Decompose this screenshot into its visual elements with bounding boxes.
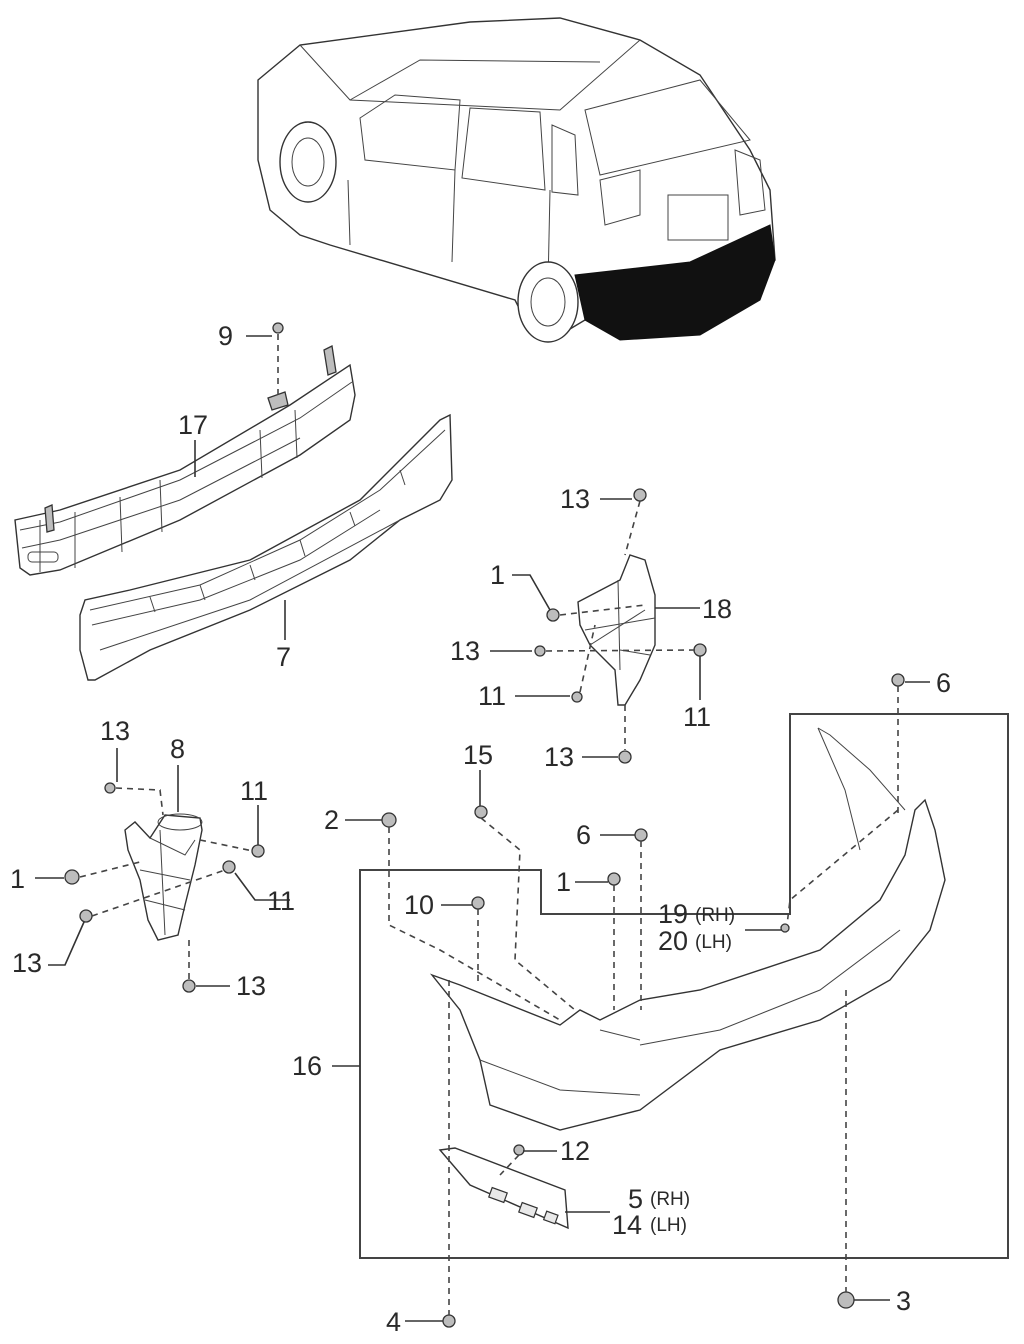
clip-11-rh-left bbox=[571, 691, 583, 703]
callout-7: 7 bbox=[276, 642, 291, 672]
nut-1-mid bbox=[607, 872, 621, 886]
callout-9: 9 bbox=[218, 321, 233, 351]
callout-13-lh-top: 13 bbox=[100, 716, 130, 746]
callout-11-rh-left: 11 bbox=[478, 681, 506, 711]
reinforcement-beam-part bbox=[14, 345, 356, 576]
bracket-rh-part bbox=[577, 554, 656, 706]
energy-absorber-part bbox=[79, 413, 453, 681]
clip-2 bbox=[381, 812, 397, 828]
callout-13-top-rh: 13 bbox=[560, 484, 590, 514]
nut-1-rh bbox=[546, 608, 560, 622]
callout-19-side: (RH) bbox=[695, 905, 735, 926]
callout-11-lh-mid: 11 bbox=[267, 886, 295, 916]
screw-13-mid bbox=[534, 645, 546, 657]
callout-18: 18 bbox=[702, 594, 732, 624]
callout-13-mid-rh: 13 bbox=[450, 636, 480, 666]
callout-16: 16 bbox=[292, 1051, 322, 1081]
clip-11-lh-top bbox=[251, 844, 265, 858]
callout-20-side: (LH) bbox=[695, 932, 732, 953]
callout-13-lh-left: 13 bbox=[12, 948, 42, 978]
callout-14-side: (LH) bbox=[650, 1215, 687, 1236]
callout-1-rh: 1 bbox=[490, 560, 505, 590]
screw-13-bottom-rh bbox=[618, 750, 632, 764]
bolt-9 bbox=[272, 322, 284, 334]
callout-15: 15 bbox=[463, 740, 493, 770]
fasteners bbox=[64, 322, 905, 1328]
assembly-lines bbox=[79, 334, 899, 1315]
callout-10: 10 bbox=[404, 890, 434, 920]
callout-11-lh-top: 11 bbox=[240, 776, 268, 806]
clip-11-rh-right bbox=[693, 643, 707, 657]
callout-20: 20 bbox=[658, 926, 688, 956]
callout-1-mid: 1 bbox=[556, 867, 571, 897]
clip-15 bbox=[474, 805, 488, 819]
callout-3: 3 bbox=[896, 1286, 911, 1316]
callout-11-rh-right: 11 bbox=[683, 702, 711, 732]
reflector-part bbox=[438, 1147, 569, 1230]
callout-5-side: (RH) bbox=[650, 1189, 690, 1210]
screw-13-lh-left bbox=[79, 909, 93, 923]
nut-3 bbox=[837, 1291, 855, 1309]
callout-19: 19 bbox=[658, 899, 688, 929]
assembly-boundary bbox=[359, 713, 1009, 1259]
screw-13-lh-bottom bbox=[182, 979, 196, 993]
callout-8: 8 bbox=[170, 734, 185, 764]
callout-5: 5 bbox=[628, 1184, 643, 1214]
bolt-10 bbox=[471, 896, 485, 910]
callout-4: 4 bbox=[386, 1307, 401, 1337]
callout-13-lh-bottom: 13 bbox=[236, 971, 266, 1001]
leader-lines bbox=[35, 335, 930, 1322]
callout-6-mid: 6 bbox=[576, 820, 591, 850]
clip-11-lh-mid bbox=[222, 860, 236, 874]
screw-13-top bbox=[633, 488, 647, 502]
bolt-6-mid bbox=[634, 828, 648, 842]
callout-13-bottom-rh: 13 bbox=[544, 742, 574, 772]
callout-12: 12 bbox=[560, 1136, 590, 1166]
callout-2: 2 bbox=[324, 805, 339, 835]
clip-19-20 bbox=[780, 923, 790, 933]
clip-12 bbox=[513, 1144, 525, 1156]
bracket-lh-part bbox=[124, 813, 203, 941]
vehicle-illustration bbox=[257, 17, 776, 343]
callout-6-top: 6 bbox=[936, 668, 951, 698]
screw-4 bbox=[442, 1314, 456, 1328]
nut-1-lh bbox=[64, 869, 80, 885]
callout-17: 17 bbox=[178, 410, 208, 440]
callout-14: 14 bbox=[612, 1210, 642, 1240]
bumper-cover-part bbox=[429, 727, 946, 1131]
bolt-6-top bbox=[891, 673, 905, 687]
callout-labels: 9 17 7 13 1 18 13 11 11 13 6 13 8 11 1 1… bbox=[10, 321, 951, 1337]
callout-1-lh: 1 bbox=[10, 864, 25, 894]
screw-13-lh-top bbox=[104, 782, 116, 794]
